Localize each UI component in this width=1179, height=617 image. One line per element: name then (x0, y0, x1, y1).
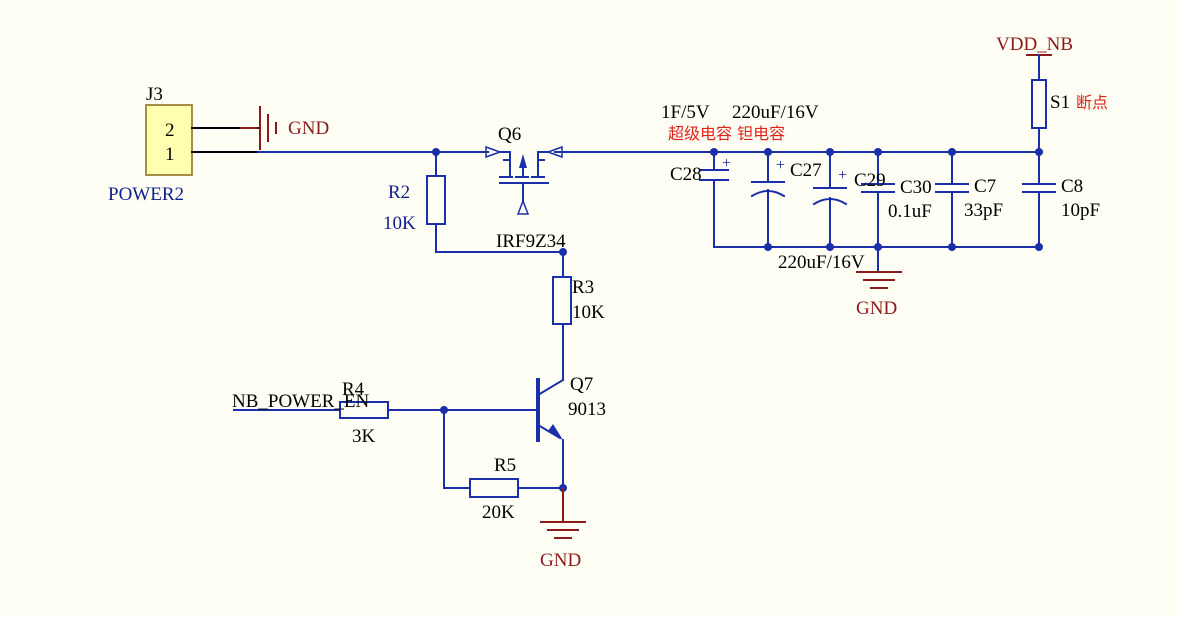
junction (764, 148, 772, 156)
gnd-label-bottom: GND (540, 550, 581, 571)
svg-text:+: + (722, 155, 731, 172)
j3-pin2-label: 2 (165, 120, 175, 141)
net-label-nb-power-en: NB_POWER_EN (232, 391, 370, 412)
vdd-nb-label: VDD_NB (996, 34, 1073, 55)
r4-value: 3K (352, 426, 376, 447)
capacitor-c27: + (750, 151, 786, 248)
junction (948, 148, 956, 156)
q6-value: IRF9Z34 (496, 231, 566, 252)
j3-value: POWER2 (108, 184, 184, 205)
q6-designator: Q6 (498, 124, 521, 145)
switch-s1 (1026, 54, 1052, 153)
q7-designator: Q7 (570, 374, 593, 395)
junction (826, 148, 834, 156)
junction (1035, 243, 1043, 251)
gnd-label-top: GND (288, 118, 329, 139)
gnd-symbol-bottom (540, 488, 586, 539)
svg-text:+: + (776, 157, 785, 174)
mosfet-q6 (485, 145, 563, 215)
capacitor-c7 (935, 151, 969, 248)
c27-designator: C27 (790, 160, 822, 181)
s1-note: 断点 (1076, 93, 1108, 112)
c7-value: 33pF (964, 200, 1003, 221)
resistor-r4 (233, 401, 443, 419)
r2-designator: R2 (388, 182, 410, 203)
gnd-label-caps: GND (856, 298, 897, 319)
resistor-r5 (443, 409, 564, 498)
junction (764, 243, 772, 251)
capacitor-c30 (861, 151, 895, 273)
junction (948, 243, 956, 251)
capacitor-c29: + (812, 151, 848, 248)
c8-value: 10pF (1061, 200, 1100, 221)
junction (874, 148, 882, 156)
junction (826, 243, 834, 251)
note-220uf16v-bottom: 220uF/16V (778, 252, 865, 273)
c30-value: 0.1uF (888, 201, 932, 222)
note-220uf16v-top: 220uF/16V (732, 102, 819, 123)
capacitor-c8 (1022, 151, 1056, 248)
r2-value: 10K (383, 213, 416, 234)
resistor-r2 (426, 151, 564, 253)
resistor-r3 (552, 251, 572, 361)
transistor-q7 (441, 359, 565, 489)
s1-designator: S1 (1050, 92, 1070, 113)
capacitor-c28: + (699, 151, 731, 248)
r3-designator: R3 (572, 277, 594, 298)
gnd-symbol-top (240, 106, 277, 150)
junction (710, 148, 718, 156)
r5-value: 20K (482, 502, 515, 523)
r5-designator: R5 (494, 455, 516, 476)
r3-value: 10K (572, 302, 605, 323)
connector-j3 (145, 104, 259, 176)
q7-value: 9013 (568, 399, 606, 420)
j3-pin1-label: 1 (165, 144, 175, 165)
c29-designator: C29 (854, 170, 886, 191)
c7-designator: C7 (974, 176, 996, 197)
note-chinese: 超级电容 钽电容 (668, 124, 785, 143)
junction (874, 243, 882, 251)
r4-designator: R4 (342, 379, 365, 400)
j3-designator: J3 (146, 84, 163, 105)
note-1f5v: 1F/5V (661, 102, 710, 123)
c8-designator: C8 (1061, 176, 1083, 197)
c30-designator: C30 (900, 177, 932, 198)
svg-text:+: + (838, 167, 847, 184)
c28-designator: C28 (670, 164, 702, 185)
gnd-symbol-caps (856, 271, 902, 289)
